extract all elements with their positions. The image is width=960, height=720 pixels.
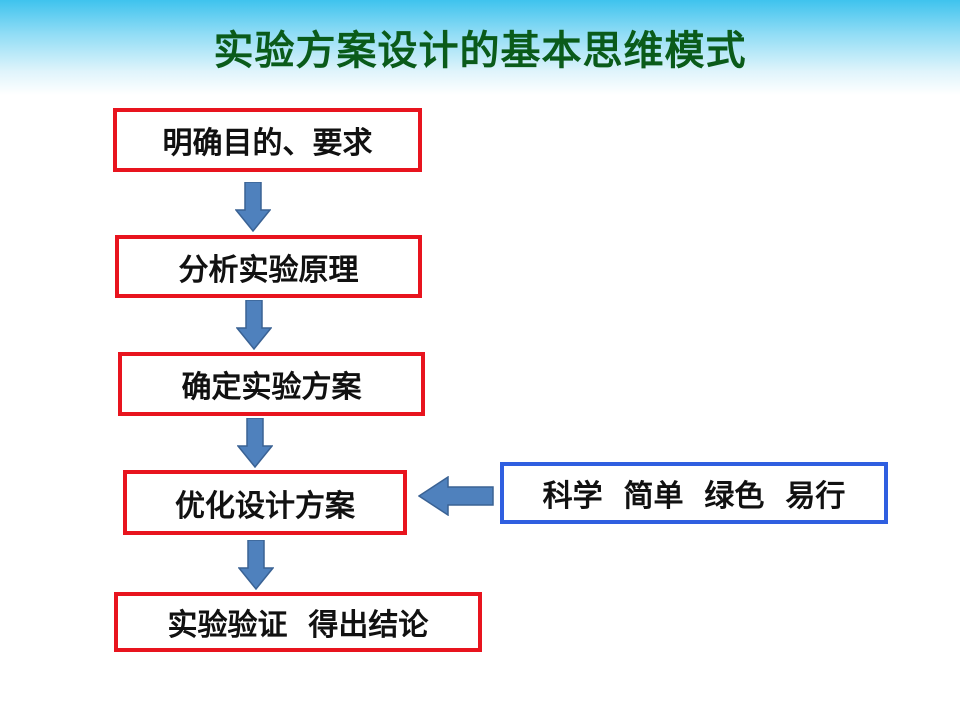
down-arrow-3 — [237, 418, 273, 468]
step-analyze-principle: 分析实验原理 — [115, 235, 422, 298]
step-determine-plan: 确定实验方案 — [118, 352, 425, 416]
left-arrow — [418, 476, 494, 516]
step-verify-conclude: 实验验证 得出结论 — [114, 592, 482, 652]
down-arrow-2 — [236, 300, 272, 350]
down-arrow-4 — [238, 540, 274, 590]
step-define-goal: 明确目的、要求 — [113, 108, 422, 172]
principles-box: 科学 简单 绿色 易行 — [500, 462, 888, 524]
slide-title: 实验方案设计的基本思维模式 — [213, 28, 747, 74]
down-arrow-1 — [235, 182, 271, 232]
header-band — [0, 0, 960, 95]
step-optimize-design: 优化设计方案 — [123, 470, 407, 535]
